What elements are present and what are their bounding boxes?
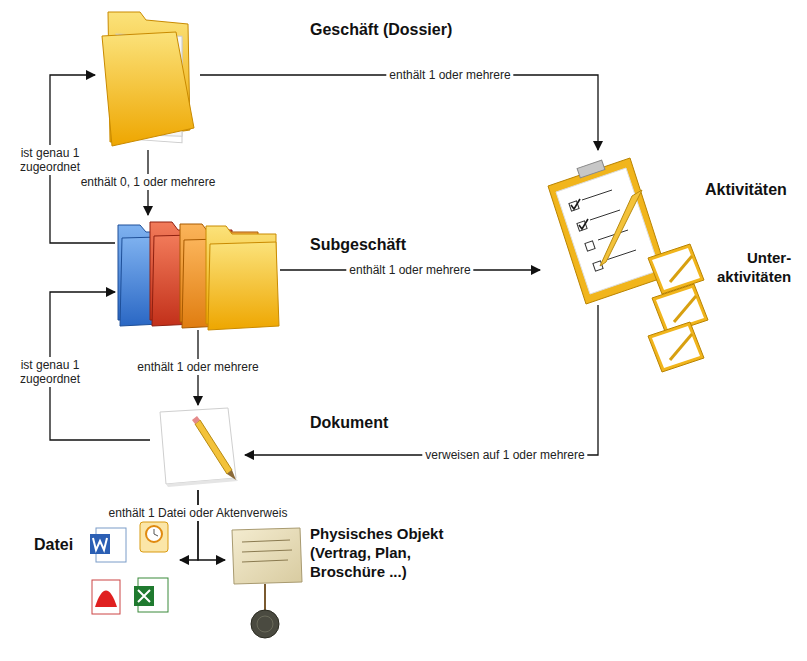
node-title: Unter- aktivitäten — [717, 248, 791, 286]
edge-label: enthält 1 Datei oder Aktenverweis — [106, 505, 291, 521]
folders-icon — [118, 222, 279, 330]
sub-clipboards-icon — [648, 244, 708, 372]
edge-label: ist genau 1 zugeordnet — [7, 145, 93, 175]
diagram-node: Subgeschäft — [115, 215, 280, 330]
edge-label: enthält 1 oder mehrere — [386, 67, 513, 83]
connector-arrow — [180, 490, 198, 560]
node-title: Subgeschäft — [310, 235, 406, 254]
document-icon — [160, 408, 238, 487]
file-icons — [90, 522, 168, 614]
edge-label: ist genau 1 zugeordnet — [7, 357, 93, 387]
parchment-icon — [232, 528, 302, 638]
diagram-node: Dokument — [150, 405, 245, 490]
diagram-node: Unter- aktivitäten — [645, 240, 710, 375]
edge-label: enthält 1 oder mehrere — [346, 262, 473, 278]
edge-label: enthält 0, 1 oder mehrere — [78, 174, 219, 190]
clipboard-icon — [548, 158, 668, 304]
diagram-node: Physisches Objekt (Vertrag, Plan, Brosch… — [225, 520, 307, 645]
node-title: Dokument — [310, 413, 388, 432]
node-title: Datei — [34, 535, 73, 554]
diagram-node: Datei — [80, 515, 180, 620]
folder-icon — [102, 12, 194, 146]
node-title: Aktivitäten — [705, 180, 787, 199]
node-title: Physisches Objekt (Vertrag, Plan, Brosch… — [310, 524, 475, 581]
connector-arrow — [200, 75, 598, 150]
edge-label: verweisen auf 1 oder mehrere — [422, 447, 587, 463]
diagram-node: Geschäft (Dossier) — [95, 5, 200, 150]
connector-arrow — [198, 490, 225, 560]
connector-arrow — [245, 305, 598, 455]
node-title: Geschäft (Dossier) — [310, 20, 452, 39]
diagram-node: Aktivitäten — [540, 150, 670, 305]
edge-label: enthält 1 oder mehrere — [134, 359, 261, 375]
